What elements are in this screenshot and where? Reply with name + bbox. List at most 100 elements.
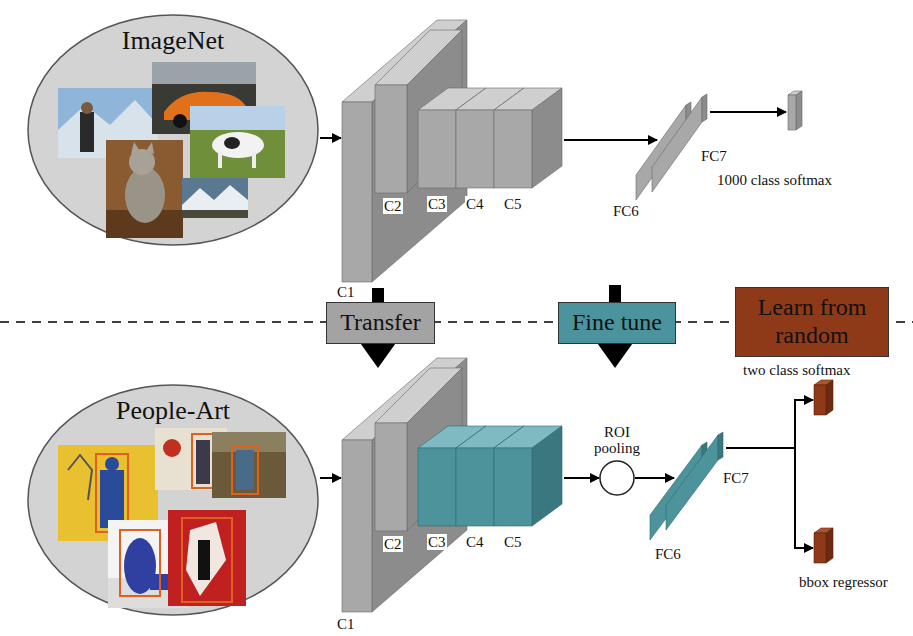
photo-cow [252,152,256,168]
photo-cat [146,142,154,154]
photo-car [173,114,187,128]
photo-mountains [182,178,248,218]
layer-label: FC7 [700,148,728,164]
dataset-ellipse: ImageNet [27,14,319,246]
photo-cow [190,106,285,178]
finetuned-conv-block [418,448,456,526]
node-label: Fine tune [572,309,662,337]
photo-mountains [182,178,248,218]
photo-car [152,62,256,134]
flow-arrow [635,477,674,479]
photo-cat [106,140,183,238]
layer-label: C4 [465,534,485,550]
pooling-circle [585,459,649,497]
layer-label: C3 [427,196,447,212]
conv-layer-block [372,20,467,282]
photo-landscape [58,100,158,158]
softmax-block [788,91,802,130]
flow-arrow [726,447,795,449]
layer-label: two class softmax [742,362,851,378]
photo-landscape [80,112,94,152]
layer-label: C5 [503,534,523,550]
flow-arrow [564,399,813,549]
node-label: People-Art [27,396,319,426]
photo-cat [125,167,165,223]
conv-layer-block [407,30,462,193]
random-init-block [826,380,833,415]
painting-brown [236,450,254,490]
photo-car [164,92,248,120]
painting-figure [155,428,227,490]
layer-label: FC6 [654,546,682,562]
conv-layer-block [342,358,467,612]
flow-arrow [564,477,599,479]
conv-layer-block [342,102,372,282]
input-arrow [320,137,341,139]
layer-label: bbox regressor [798,574,889,590]
finetune-box: Fine tune [558,302,676,344]
painting-sculpture [108,520,188,608]
finetuned-conv-block [456,448,494,526]
finetuned-conv-block [494,448,532,526]
painting-yellow [96,454,128,532]
conv-layer-block [532,88,562,188]
photo-mountains [182,210,248,218]
flow-arrow [564,139,657,141]
painting-sculpture [124,538,156,594]
painting-red [182,518,232,602]
layer-label: 1000 class softmax [716,172,833,188]
painting-red [186,522,226,596]
layer-label: C2 [383,536,403,552]
conv-layer-block [418,110,456,188]
node-label: Transfer [340,309,420,337]
painting-yellow [58,445,158,541]
painting-brown [212,432,286,498]
photo-cow [190,106,285,130]
flow-arrow [564,112,786,140]
painting-brown [212,432,286,452]
photo-cow [212,132,264,158]
conv-layer-block [375,85,407,193]
painting-yellow [100,470,124,528]
painting-sculpture [108,578,188,608]
conv-layer-block [375,423,407,531]
softmax-block [796,91,802,130]
painting-red [168,510,246,606]
painting-figure [196,440,210,484]
ellipse-outline [28,15,318,245]
painting-red [168,510,246,606]
layer-label: FC6 [612,203,640,219]
photo-cow [224,137,240,149]
finetuned-fc-plate [718,432,723,460]
finetuned-conv-block [532,426,562,526]
layer-label: C1 [336,284,356,300]
layer-label: FC7 [722,470,750,486]
photo-mountains [182,185,248,218]
photo-landscape [58,88,158,158]
random-init-block [814,380,833,563]
layer-label: C4 [465,196,485,212]
photo-landscape [58,88,158,158]
finetuned-fc-plate [666,435,718,530]
input-arrow [320,477,341,479]
photo-cat [106,210,183,238]
painting-brown [212,432,286,498]
flow-arrow [710,111,786,113]
conv-layer-block [494,110,532,188]
random-init-block [826,528,833,563]
fc-layer-plate [702,94,707,122]
painting-yellow [58,445,158,541]
layer-label: C2 [383,198,403,214]
photo-cat [129,149,155,175]
conv-layer-block [342,20,562,282]
photo-landscape [81,102,93,114]
random-init-block [814,533,826,563]
painting-sculpture [150,574,172,590]
painting-yellow [68,455,92,500]
painting-sculpture [120,530,160,596]
painting-figure [163,439,181,457]
finetuned-conv-block [418,426,562,526]
fc-layer-plate [652,97,702,192]
layer-label: C3 [427,534,447,550]
painting-figure [192,434,214,488]
